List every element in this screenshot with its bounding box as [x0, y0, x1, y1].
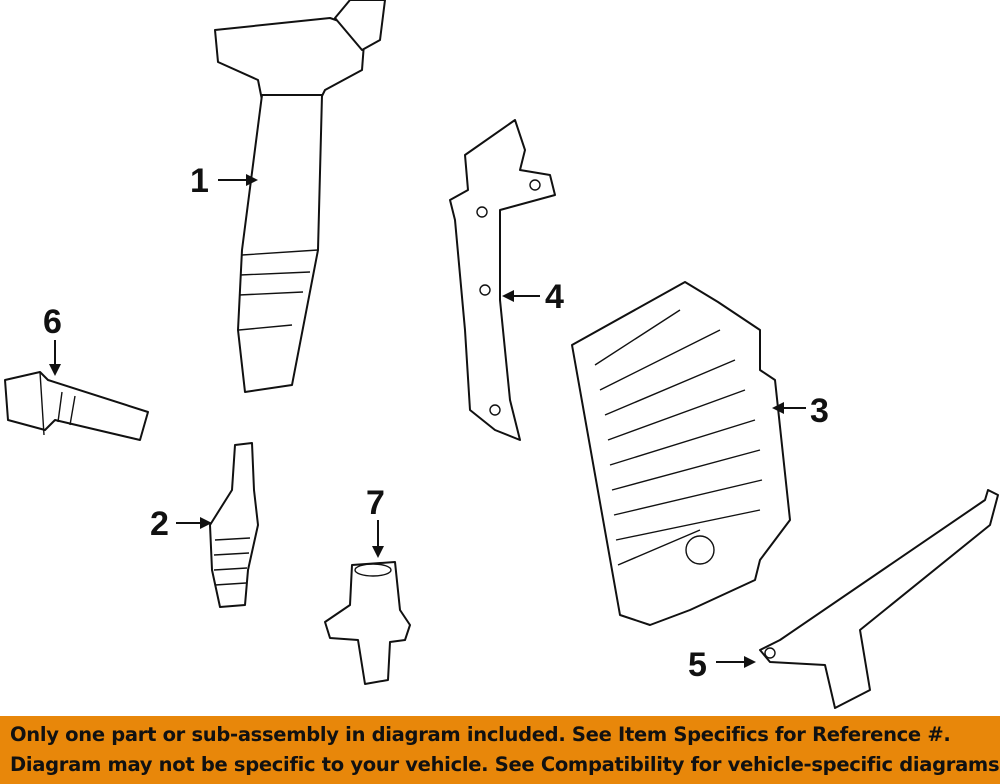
- ecm-part: [571, 281, 791, 626]
- callout-number: 6: [43, 303, 62, 341]
- crankshaft-sensor-part: [4, 371, 149, 441]
- callout-number: 7: [366, 484, 385, 522]
- ground-strap-part: [759, 489, 999, 709]
- callout-3[interactable]: 3: [772, 392, 829, 430]
- callout-6[interactable]: 6: [43, 303, 62, 376]
- callout-7[interactable]: 7: [366, 484, 385, 558]
- disclaimer-line-1: Only one part or sub-assembly in diagram…: [10, 723, 951, 746]
- parts-diagram: 1 2 3 4 5 6 7: [4, 0, 999, 709]
- callout-2[interactable]: 2: [150, 505, 212, 543]
- callout-5[interactable]: 5: [688, 646, 756, 684]
- callout-4[interactable]: 4: [502, 278, 564, 316]
- camshaft-sensor-part: [324, 561, 411, 685]
- bracket-part: [449, 119, 556, 441]
- callout-number: 5: [688, 646, 707, 684]
- callout-number: 2: [150, 505, 169, 543]
- callout-number: 3: [810, 392, 829, 430]
- disclaimer-banner: Only one part or sub-assembly in diagram…: [0, 716, 1000, 784]
- ignition-coil-part: [214, 0, 386, 393]
- callout-number: 1: [190, 162, 209, 200]
- callout-number: 4: [545, 278, 564, 316]
- spark-plug-part: [209, 442, 259, 608]
- disclaimer-line-2: Diagram may not be specific to your vehi…: [10, 753, 1000, 776]
- callout-1[interactable]: 1: [190, 162, 258, 200]
